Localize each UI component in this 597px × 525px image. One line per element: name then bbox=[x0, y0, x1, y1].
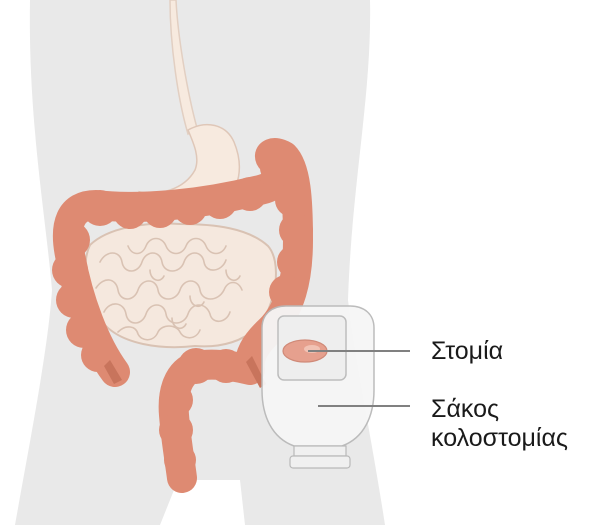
small-intestine bbox=[86, 224, 276, 348]
colostomy-bag-label: Σάκος κολοστομίας bbox=[431, 395, 568, 453]
stoma-label: Στομία bbox=[431, 337, 503, 366]
colostomy-bag-label-line1: Σάκος bbox=[431, 395, 568, 424]
colostomy-bag-label-line2: κολοστομίας bbox=[431, 424, 568, 453]
